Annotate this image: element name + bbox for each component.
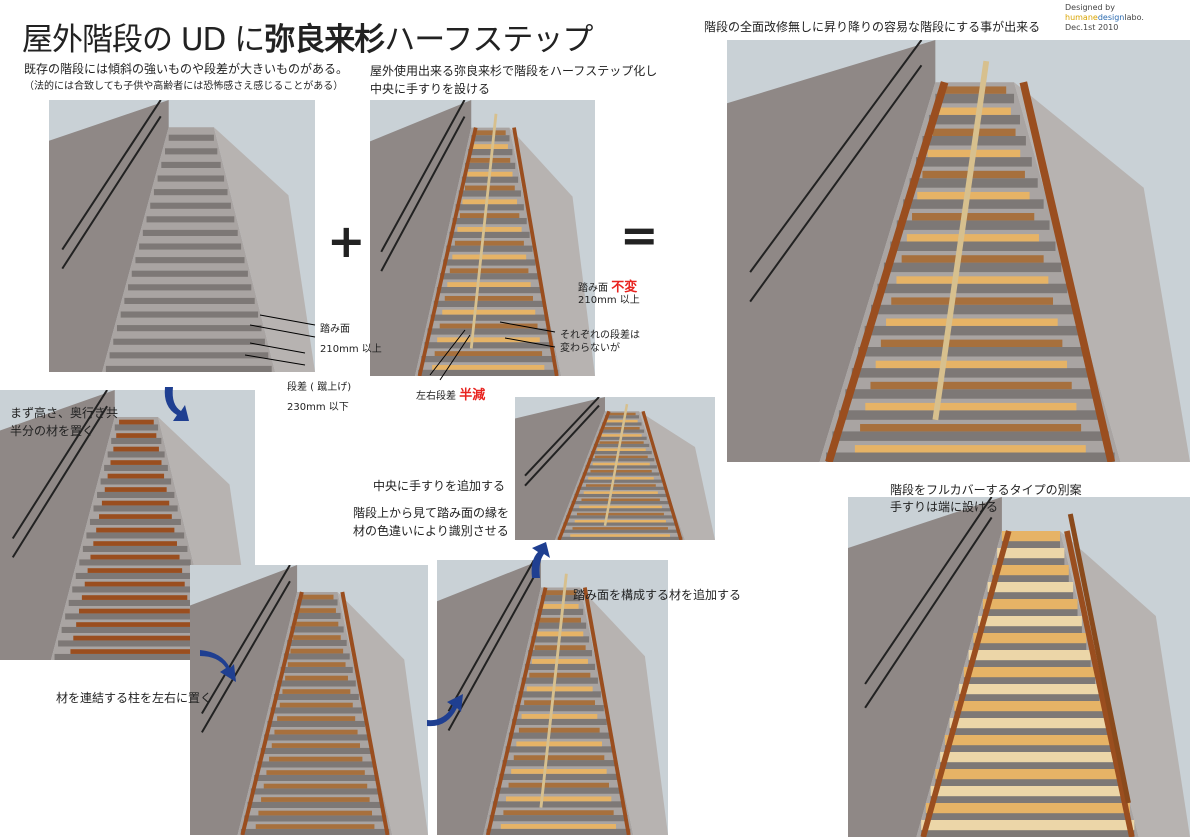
intro-note: （法的には合致しても子供や高齢者には恐怖感さえ感じることがある） [24, 81, 344, 92]
flow-arrow-icon [427, 694, 463, 727]
halfstep-line1: 屋外使用出来る弥良来杉で階段をハーフステップ化し [370, 64, 658, 78]
equals-symbol: = [620, 208, 659, 262]
step4-image [515, 397, 715, 540]
alt-line2: 手すりは端に設ける [890, 500, 999, 514]
step3-caption: 踏み面を構成する材を追加する [573, 588, 742, 602]
tread-value: 210mm 以上 [320, 344, 382, 355]
riser-value: 230mm 以下 [287, 402, 349, 413]
plus-symbol: + [327, 214, 366, 268]
step4-caption: 中央に手すりを追加する [373, 479, 506, 493]
step2-image [190, 565, 428, 835]
tread2-value: 210mm 以上 [578, 295, 640, 306]
existing-stairs-image [49, 100, 315, 372]
step3-image [437, 560, 668, 835]
page-title: 屋外階段の UD に弥良来杉ハーフステップ [22, 22, 593, 58]
flow-arrow-icon [200, 650, 236, 682]
dimension-lines [245, 314, 556, 381]
tread2-label: 踏み面 不変 [578, 280, 638, 295]
intro-text: 既存の階段には傾斜の強いものや段差が大きいものがある。 [24, 62, 349, 76]
lr-riser-label: 左右段差 半減 [416, 388, 486, 403]
step1-line2: 半分の材を置く [10, 424, 95, 438]
step4b-line1: 階段上から見て踏み面の縁を [353, 506, 510, 520]
alt-line1: 階段をフルカバーするタイプの別案 [890, 483, 1082, 497]
riser-label: 段差 ( 蹴上げ) [287, 382, 352, 393]
flow-arrow-icon [531, 542, 550, 578]
each-riser-2: 変わらないが [560, 343, 620, 354]
halfstep-line2: 中央に手すりを設ける [370, 82, 491, 96]
result-stairs-image [727, 40, 1190, 462]
tread-label: 踏み面 [320, 324, 350, 335]
each-riser-1: それぞれの段差は [560, 330, 640, 341]
result-caption: 階段の全面改修無しに昇り降りの容易な階段にする事が出来る [704, 20, 1041, 34]
alt-stairs-image [848, 497, 1190, 837]
halfstep-stairs-image [370, 100, 595, 376]
step2-caption: 材を連結する柱を左右に置く [56, 691, 213, 705]
flow-arrow-icon [164, 387, 189, 421]
step4b-line2: 材の色違いにより識別させる [353, 524, 509, 538]
step1-line1: まず高さ、奥行き共 [10, 406, 119, 420]
credit: Designed by humanedesignlabo.Dec.1st 201… [1065, 3, 1144, 32]
